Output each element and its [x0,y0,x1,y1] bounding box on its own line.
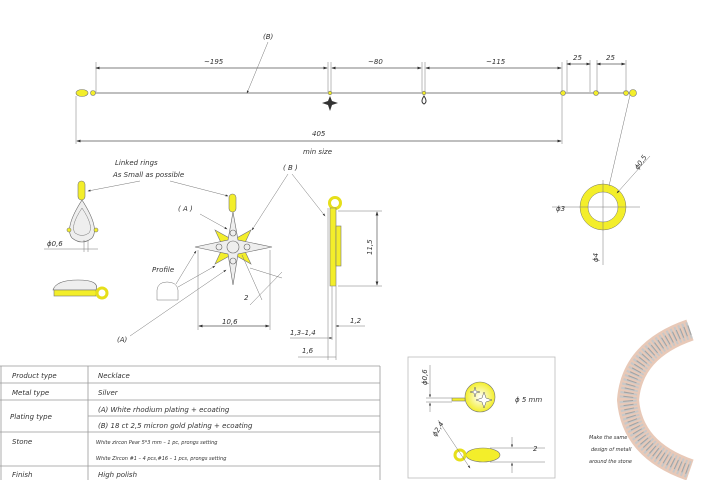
thickness-2: 1,3–1,4 [290,329,316,337]
pendant-bail [327,90,333,96]
photo-note-line: Make the same [589,435,627,441]
star-pendant-small [322,96,338,111]
spec-table: Product type Necklace Metal type Silver … [0,365,381,480]
pear-wire-dia: ϕ0,6 [47,240,63,248]
reference-photo: Make the same design of metall around th… [589,319,694,480]
linked-rings-note: Linked rings [115,159,158,167]
chain-view: (B) ~195 ~80 ~115 25 25 405 min size [75,33,637,156]
thickness-3: 1,6 [302,347,314,355]
jump-ring [560,90,566,96]
side-height: 11,5 [366,239,374,255]
dim-25-b: 25 [606,54,615,62]
ring-wire-dia: ϕ0,5 [633,153,649,171]
detail-box: ϕ0,6 ϕ 5 mm ϕ2,4 2 [407,356,556,479]
sparkle-icon [469,386,481,398]
row-value: White Zircon #1 – 4 pcs,#16 – 1 pcs, pro… [96,456,226,462]
detail-wire-dia: ϕ0,6 [421,369,429,385]
dim-115: ~115 [486,58,506,66]
detail-disc-dia: ϕ 5 mm [515,396,542,404]
row-label: Plating type [10,413,52,421]
row-value: (B) 18 ct 2,5 micron gold plating + ecoa… [98,422,253,430]
photo-note-line: around the stone [589,459,632,465]
star-ray-width: 2 [244,294,249,302]
row-label: Product type [12,372,57,380]
star-pendant: 10,6 2 ( A ) ( B ) Profile (A) [117,164,326,344]
detail-height: 2 [533,445,538,453]
jump-ring [593,90,599,96]
pear-pendant-small [421,95,427,105]
row-label: Metal type [12,389,49,397]
row-value: Necklace [98,372,130,380]
row-value: Silver [98,389,119,397]
clasp [75,89,89,97]
end-ring [629,89,637,97]
linked-rings-note-2: As Small as possible [112,171,184,179]
side-view: 11,5 1,2 1,3–1,4 1,6 [290,196,382,360]
profile-label: Profile [152,266,174,274]
sparkle-icon [475,391,493,409]
disc [464,381,496,413]
row-label: Finish [12,471,32,479]
thickness-1: 1,2 [350,317,362,325]
dim-195: ~195 [204,58,224,66]
dim-80: ~80 [368,58,383,66]
row-value: White zircon Pear 5*3 mm – 1 pc, prongs … [96,440,217,446]
ring-inner-dia: ϕ3 [556,205,565,213]
star-label-a: ( A ) [178,205,193,213]
ring-outer-dia: ϕ4 [592,253,600,262]
label-a-lower: (A) [117,336,128,344]
dim-total: 405 [312,130,326,138]
row-value: (A) White rhodium plating + ecoating [98,406,230,414]
ring-detail: ϕ3 ϕ0,5 ϕ4 [552,94,651,265]
dim-total-note: min size [303,148,332,156]
jump-ring [90,90,96,96]
star-width: 10,6 [222,318,238,326]
dim-25-a: 25 [573,54,582,62]
detail-ring-dia: ϕ2,4 [431,420,446,438]
photo-note-line: design of metall [591,447,632,453]
row-label: Stone [12,438,32,446]
pear-bail [421,90,427,96]
chain-label-b: (B) [263,33,274,41]
row-value: High polish [98,471,137,479]
label-b: ( B ) [283,164,298,172]
pear-pendant: ϕ0,6 Linked rings As Small as possible [44,159,229,300]
